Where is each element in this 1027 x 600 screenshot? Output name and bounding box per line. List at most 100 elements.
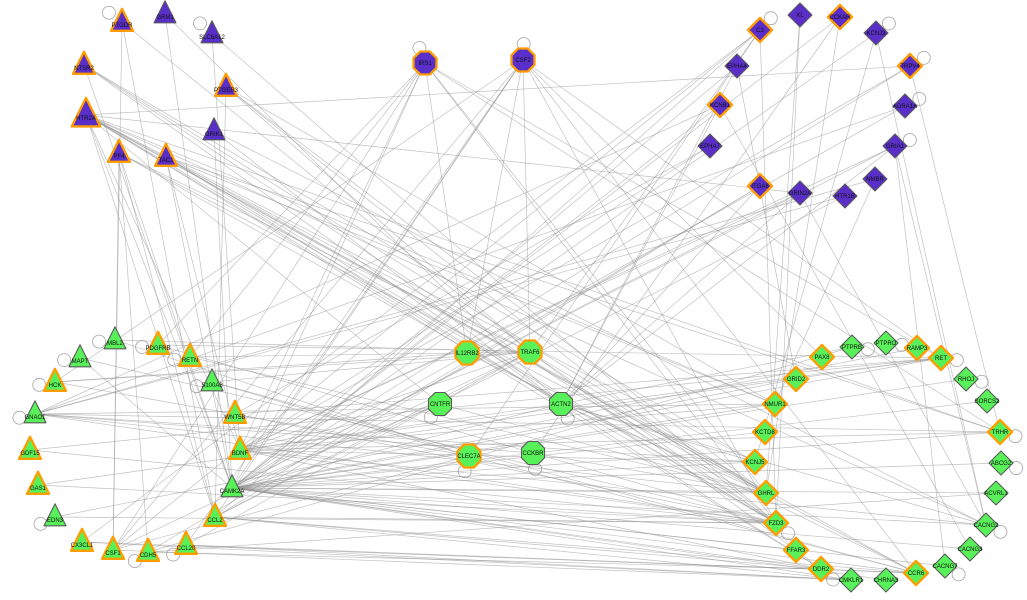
node-GDF15[interactable]: GDF15 [17,435,43,460]
node-TRHR[interactable]: TRHR [986,418,1014,446]
edge [231,400,988,489]
edge [231,403,441,489]
node-KL[interactable]: KL [787,2,813,28]
node-CMKLR1[interactable]: CMKLR1 [838,567,864,593]
node-ACTN2[interactable]: ACTN2 [548,391,574,417]
edge [211,33,241,451]
node-GRID2[interactable]: GRID2 [782,365,810,393]
node-TRAF6[interactable]: TRAF6 [517,339,543,365]
node-IRS1[interactable]: IRS1 [412,50,438,76]
edge [214,516,777,524]
triangle-shape [227,435,253,460]
node-NMBR[interactable]: NMBR [862,166,888,192]
node-CLEC7A[interactable]: CLEC7A [456,443,482,469]
self-loop [57,353,72,368]
node-EDN3[interactable]: EDN3 [43,503,67,527]
self-loop [102,5,116,20]
node-CACNG3[interactable]: CACNG3 [957,536,983,562]
node-KCNB1[interactable]: KCNB1 [706,91,734,119]
node-PTGDR[interactable]: PTGDR [109,7,135,32]
node-CCKAR[interactable]: CCKAR [826,3,854,31]
node-TRPV4[interactable]: TRPV4 [896,52,924,80]
node-NTSR2[interactable]: NTSR2 [71,50,97,75]
node-CCKBR[interactable]: CCKBR [520,440,546,466]
edge [85,114,441,405]
node-SORCS2[interactable]: SORCS2 [974,388,1000,414]
edge [532,452,767,494]
edge [231,403,776,489]
edge [112,59,524,551]
node-ADRA1A[interactable]: ADRA1A [892,93,918,119]
edge [799,192,987,526]
edge [239,449,987,526]
triangle-shape [42,367,68,392]
node-GRIK1[interactable]: GRIK1 [202,117,226,141]
node-CNTFR[interactable]: CNTFR [427,391,453,417]
node-HTR1B[interactable]: HTR1B [832,183,858,209]
triangle-shape [220,474,244,498]
node-CACNG7[interactable]: CACNG7 [932,553,958,579]
edge [79,357,233,489]
edge [83,64,756,463]
node-CSF2[interactable]: CSF2 [510,47,536,73]
edge [560,185,761,405]
node-CX3CL1[interactable]: CX3CL1 [69,527,95,552]
edge [114,339,470,457]
edge [231,487,917,574]
edge [231,378,797,489]
node-GRM1[interactable]: GRM1 [153,0,177,24]
node-IL12RB2[interactable]: IL12RB2 [454,340,480,366]
node-NMUR1[interactable]: NMUR1 [761,390,789,418]
triangle-shape [70,96,102,128]
node-ITGA8[interactable]: ITGA8 [746,172,774,200]
edge [560,403,756,463]
node-HTR2A[interactable]: HTR2A [70,96,102,128]
node-SLC6A12[interactable]: SLC6A12 [199,20,226,44]
node-MBL2[interactable]: MBL2 [103,326,127,350]
node-C3[interactable]: C3 [746,16,774,44]
edge [85,114,822,570]
edge [759,29,777,524]
node-ACVRL1[interactable]: ACVRL1 [983,480,1009,506]
node-CCL20[interactable]: CCL20 [173,530,199,555]
triangle-shape [71,50,97,75]
octagon-shape [427,391,453,417]
edge [522,59,942,359]
node-PTPRB[interactable]: PTPRB [839,334,865,360]
node-KCNJ3[interactable]: KCNJ3 [863,20,889,46]
node-PTPRO[interactable]: PTPRO [873,330,899,356]
edge [213,130,233,489]
edge [165,156,767,494]
octagon-shape [510,47,536,73]
node-CACNG2[interactable]: CACNG2 [973,512,999,538]
diamond-shape [903,334,931,362]
node-ABCG2[interactable]: ABCG2 [988,450,1014,476]
node-GAS1[interactable]: GAS1 [25,470,51,495]
node-GRIN2A[interactable]: GRIN2A [787,180,813,206]
node-BDNF[interactable]: BDNF [227,435,253,460]
node-CCR6[interactable]: CCR6 [902,559,930,587]
edge [121,21,216,518]
node-GHRL[interactable]: GHRL [752,479,780,507]
edge [85,114,801,194]
diamond-shape [724,53,750,79]
triangle-shape [135,537,161,562]
node-HCK[interactable]: HCK [42,367,68,392]
node-WNT5B[interactable]: WNT5B [222,399,248,424]
edge [234,413,777,524]
node-PTGER3[interactable]: PTGER3 [213,72,239,97]
self-loop [763,11,778,26]
edge [34,178,876,415]
node-EPHA7[interactable]: EPHA7 [697,133,723,159]
edge [147,492,997,553]
edge [239,357,942,451]
diamond-shape [927,344,955,372]
edge [54,351,531,383]
node-MAPT[interactable]: MAPT [68,344,92,368]
node-DDR2[interactable]: DDR2 [807,555,835,583]
node-RHOJ[interactable]: RHOJ [953,366,979,392]
self-loop [781,526,796,541]
node-RET[interactable]: RET [927,344,955,372]
edge [439,403,767,494]
